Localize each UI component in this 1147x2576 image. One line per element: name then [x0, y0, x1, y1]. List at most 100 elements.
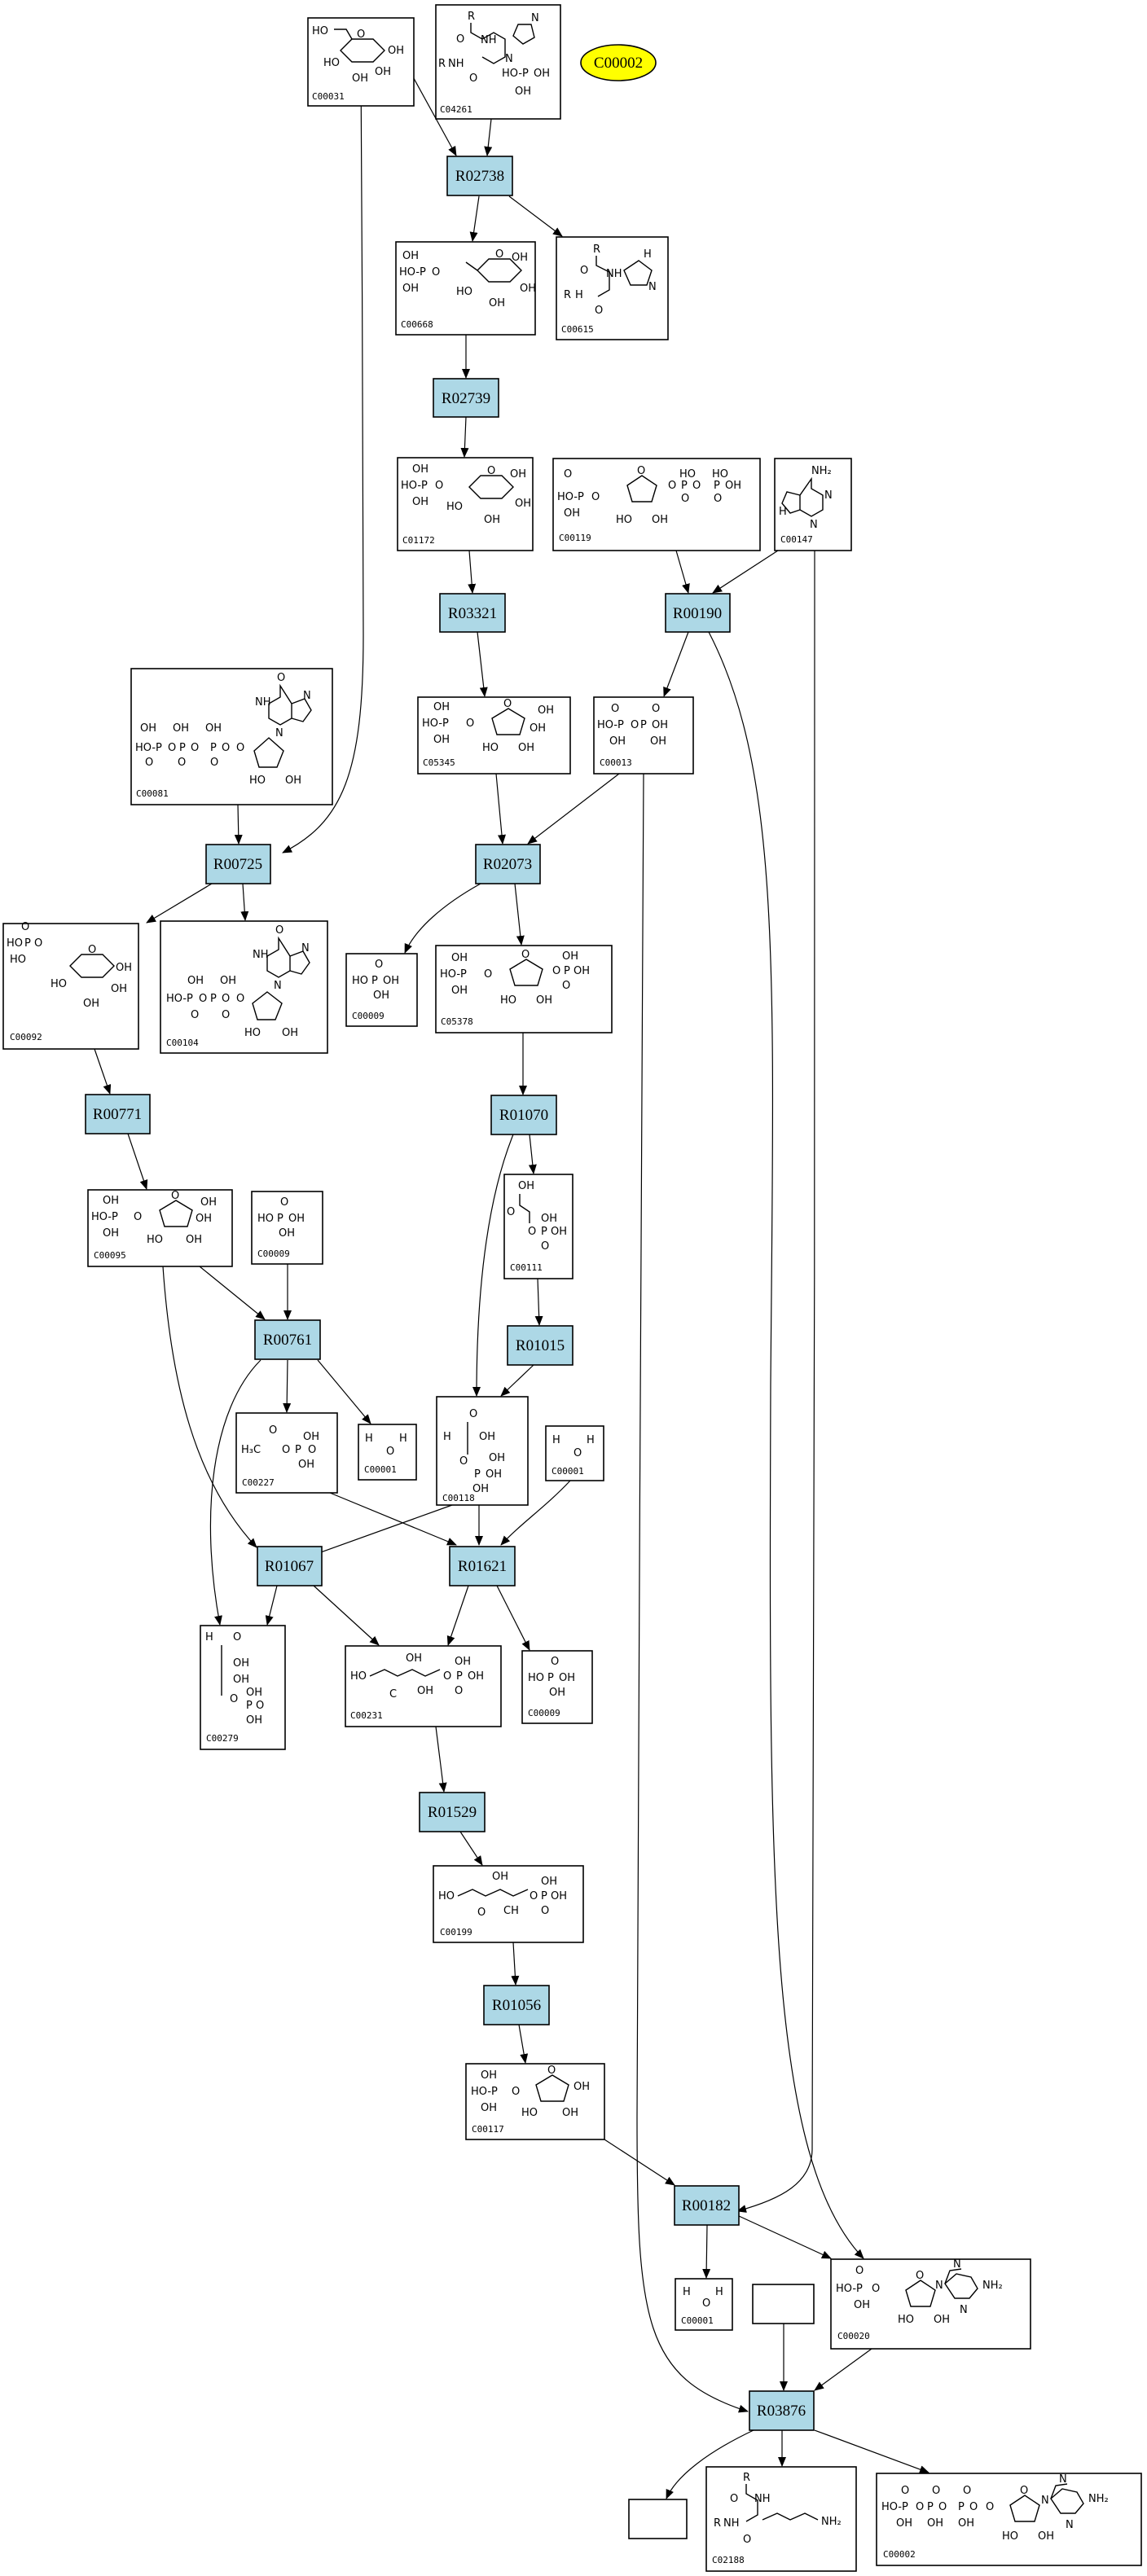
compound-C00001[interactable]: H O H C00001 — [358, 1424, 417, 1481]
compound-C00081[interactable]: O NH N N OH OH OH HO-P O P O P O O O O O… — [130, 668, 333, 805]
compound-id: C00013 — [600, 757, 632, 768]
reaction-R01621[interactable]: R01621 — [449, 1546, 516, 1586]
atom-label: P — [210, 742, 217, 754]
reaction-R01067[interactable]: R01067 — [257, 1546, 323, 1586]
structure-C00111: OH O OH O P OH O — [507, 1180, 567, 1253]
atom-label: OH — [927, 2517, 943, 2530]
compound-C00199[interactable]: OH HO O P OH OH O O CH C00199 — [433, 1865, 584, 1943]
atom-label: O — [507, 1206, 515, 1218]
atom-label: O — [552, 965, 560, 977]
compound-C05378[interactable]: OH HO-P O OH O O P OH OH O HO OH C05378 — [435, 945, 613, 1033]
compound-C00001-2[interactable]: H O H C00001 — [545, 1425, 604, 1481]
reaction-id: R00725 — [213, 856, 262, 873]
compound-C00092[interactable]: HO P O HO O O OH HO OH OH C00092 — [2, 921, 139, 1050]
atom-label: OH — [375, 66, 391, 78]
compound-C00031[interactable]: HO O OH HO OH OH C00031 — [307, 17, 415, 107]
atom-label: O — [466, 718, 474, 730]
atom-label: O — [88, 944, 96, 956]
reaction-R02739[interactable]: R02739 — [433, 378, 499, 418]
atom-label: HO — [482, 742, 499, 754]
compound-unlabeled-2[interactable] — [628, 2499, 688, 2539]
compound-C00002[interactable]: O O O HO-P O P O P O O OH OH OH O N NH₂ … — [876, 2473, 1142, 2566]
atom-label: N — [1066, 2519, 1074, 2531]
compound-unlabeled[interactable] — [752, 2284, 815, 2324]
reaction-id: R01056 — [492, 1997, 541, 2014]
atom-label: O — [564, 468, 572, 481]
reaction-R00725[interactable]: R00725 — [205, 844, 271, 884]
compound-C00009[interactable]: O HO P OH OH C00009 — [345, 953, 418, 1027]
reaction-R03876[interactable]: R03876 — [749, 2390, 815, 2431]
structure-C00199: OH HO O P OH OH O O CH — [438, 1871, 567, 1919]
atom-label: R — [743, 2472, 750, 2484]
compound-C00001-3[interactable]: H O H C00001 — [675, 2278, 733, 2331]
reaction-R01529[interactable]: R01529 — [419, 1792, 486, 1832]
compound-id: C02188 — [712, 2555, 745, 2565]
compound-C00279[interactable]: H O OH OH O OH P O OH C00279 — [200, 1625, 286, 1750]
atom-label: NH₂ — [811, 465, 832, 477]
atom-label: OH — [479, 1431, 495, 1443]
atom-label: OH — [489, 1452, 505, 1464]
atom-label: O — [455, 1685, 463, 1697]
atom-label: OH — [1038, 2530, 1054, 2543]
atom-label: P — [640, 719, 647, 731]
atom-label: R — [593, 244, 600, 256]
reaction-R00771[interactable]: R00771 — [85, 1094, 151, 1134]
atom-label: HO-P — [401, 480, 428, 492]
compound-id: C04261 — [440, 104, 472, 115]
compound-C00231[interactable]: OH OH HO O P OH O C OH C00231 — [345, 1645, 502, 1727]
reaction-R02738[interactable]: R02738 — [446, 156, 513, 196]
compound-id: C00111 — [510, 1262, 543, 1273]
compound-C05345[interactable]: OH HO-P O OH O OH OH HO OH C05345 — [417, 696, 571, 775]
compound-C00118[interactable]: O H OH O OH P OH OH C00118 — [436, 1396, 529, 1506]
atom-label: NH — [754, 2493, 771, 2505]
atom-label: OH — [468, 1670, 484, 1683]
atom-label: N — [274, 980, 282, 992]
structure-C00013: O O HO-P O P OH OH OH — [597, 703, 668, 748]
highlight-node[interactable]: C00002 — [580, 44, 657, 81]
atom-label: O — [134, 1211, 142, 1223]
compound-C00147[interactable]: NH₂ N N H C00147 — [774, 458, 852, 551]
atom-label: O — [530, 1890, 538, 1902]
compound-C02188[interactable]: R O NH R NH NH₂ O C02188 — [705, 2466, 857, 2572]
reaction-R00182[interactable]: R00182 — [674, 2185, 740, 2226]
compound-C00095[interactable]: OH HO-P O OH O OH OH HO OH C00095 — [87, 1189, 233, 1267]
atom-label: O — [591, 491, 600, 503]
compound-C00117[interactable]: OH HO-P O OH O OH HO OH C00117 — [465, 2063, 605, 2140]
structure-C05345: OH HO-P O OH O OH OH HO OH — [422, 698, 554, 754]
reaction-R01056[interactable]: R01056 — [483, 1985, 550, 2025]
atom-label: HO-P — [422, 718, 449, 730]
atom-label: O — [357, 29, 365, 41]
compound-C00227[interactable]: O OH H₃C O P O OH C00227 — [235, 1412, 338, 1494]
reaction-id: R00761 — [263, 1332, 312, 1349]
compound-C00013[interactable]: O O HO-P O P OH OH OH C00013 — [593, 696, 694, 775]
reaction-R00761[interactable]: R00761 — [254, 1319, 321, 1360]
compound-C00119[interactable]: O HO-P O OH O O HO P O HO P OH O O HO OH… — [552, 458, 761, 551]
compound-C00668[interactable]: OH HO-P O OH O OH OH HO OH C00668 — [395, 241, 536, 336]
atom-label: HO-P — [597, 719, 624, 731]
atom-label: O — [551, 1656, 559, 1668]
compound-C00009-2[interactable]: O HO P OH OH C00009 — [251, 1191, 323, 1265]
reaction-R00190[interactable]: R00190 — [665, 593, 731, 633]
compound-C01172[interactable]: OH HO-P O OH O OH OH HO OH C01172 — [397, 457, 534, 551]
reaction-R01015[interactable]: R01015 — [507, 1325, 574, 1366]
reaction-R03321[interactable]: R03321 — [439, 593, 506, 633]
atom-label: O — [574, 1447, 582, 1459]
reaction-R02073[interactable]: R02073 — [475, 844, 541, 884]
compound-C00020[interactable]: O HO-P O OH O N NH₂ N N HO OH C00020 — [830, 2258, 1031, 2350]
atom-label: O — [34, 937, 42, 950]
atom-label: OH — [116, 962, 132, 974]
compound-C04261[interactable]: R O NH N N R NH O HO-P OH OH C04261 — [435, 4, 561, 120]
compound-C00009-3[interactable]: O HO P OH OH C00009 — [521, 1650, 593, 1724]
compound-C00615[interactable]: R O NH H N R H O C00615 — [556, 236, 669, 340]
atom-label: OH — [233, 1657, 249, 1670]
atom-label: P — [564, 965, 570, 977]
structure-C05378: OH HO-P O OH O O P OH OH O HO OH — [440, 949, 590, 1007]
reaction-R01070[interactable]: R01070 — [490, 1095, 557, 1135]
compound-C00104[interactable]: O NH N N OH OH HO-P O P O O O O HO OH C0… — [160, 920, 328, 1054]
atom-label: OH — [574, 965, 590, 977]
compound-id: C00081 — [136, 788, 169, 799]
atom-label: HO — [352, 975, 368, 987]
atom-label: OH — [472, 1483, 489, 1495]
compound-C00111[interactable]: OH O OH O P OH O C00111 — [503, 1174, 574, 1279]
